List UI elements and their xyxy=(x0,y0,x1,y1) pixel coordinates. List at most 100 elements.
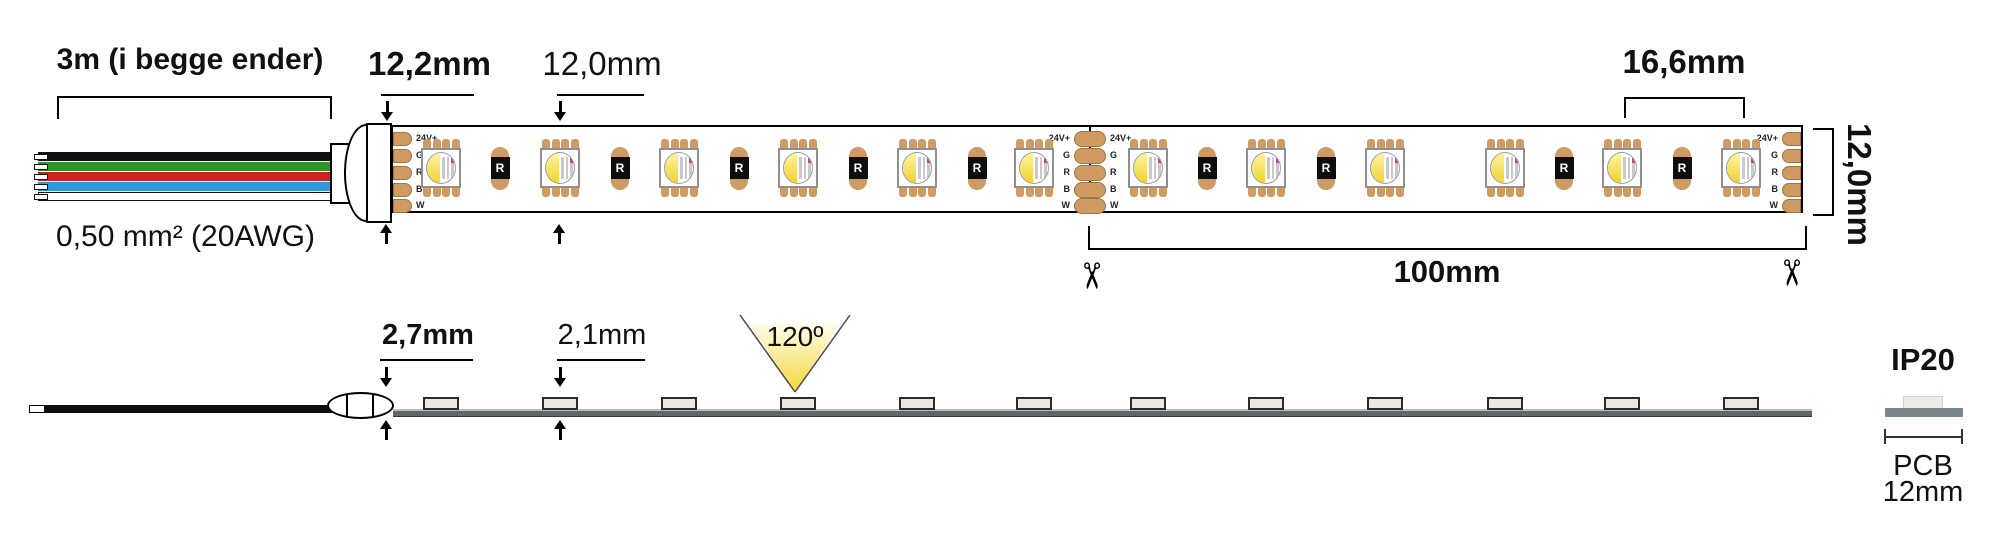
led-phosphor xyxy=(1727,153,1740,183)
solder-pad xyxy=(1074,131,1106,147)
led-die xyxy=(1019,152,1049,184)
led-slot xyxy=(446,157,449,179)
ip-pcb-cross-section xyxy=(1885,408,1963,417)
led-dot xyxy=(451,158,455,163)
pad-label: W xyxy=(1110,200,1119,210)
led-slot xyxy=(1627,157,1630,179)
led-slot xyxy=(1035,157,1038,179)
resistor: R xyxy=(729,147,749,190)
solder-pad xyxy=(393,183,412,197)
scissors-icon: ✂ xyxy=(1070,260,1111,292)
resistor-body: R xyxy=(729,157,749,179)
led-side xyxy=(661,397,697,410)
led-pin xyxy=(1248,139,1256,149)
led-pin xyxy=(1751,139,1760,149)
led-pin xyxy=(561,187,569,197)
up-arrow xyxy=(554,420,566,440)
solder-pad xyxy=(393,149,412,163)
resistor-body: R xyxy=(967,157,987,179)
led-module xyxy=(1713,139,1769,197)
pad-label: B xyxy=(416,184,423,194)
led-pin xyxy=(1515,139,1524,149)
pad-label: G xyxy=(1110,150,1118,160)
arrow-shaft xyxy=(558,428,562,440)
solder-pad xyxy=(393,166,412,180)
arrow-head xyxy=(380,378,392,387)
arrow-shaft xyxy=(384,428,388,440)
led-pin xyxy=(1623,187,1631,197)
cut-dim-tick-left xyxy=(1088,226,1090,250)
pad-label: 24V+ xyxy=(1756,133,1778,143)
led-pin xyxy=(927,139,936,149)
arrow-shaft xyxy=(557,232,561,244)
led-pin xyxy=(1496,139,1505,149)
led-phosphor xyxy=(903,153,916,183)
led-pin xyxy=(680,187,688,197)
resistor: R xyxy=(1672,147,1692,190)
led-slot xyxy=(442,157,445,179)
dim-end-segment-label: 16,6mm xyxy=(1622,43,1746,80)
resistor-body: R xyxy=(1554,157,1574,179)
pad-label: B xyxy=(1063,184,1071,194)
connector-side-seam xyxy=(346,394,348,417)
led-dot xyxy=(1751,158,1755,163)
solder-pad xyxy=(1074,148,1106,164)
dim-first-led-label: 12,0mm xyxy=(542,45,662,82)
led-pin xyxy=(918,187,926,197)
led-pin xyxy=(1632,187,1641,197)
led-slot xyxy=(689,157,692,179)
led-pin xyxy=(451,139,460,149)
pad-label: W xyxy=(1769,200,1779,210)
led-pin xyxy=(1613,187,1622,197)
pad-label: W xyxy=(1061,200,1071,210)
led-pin xyxy=(1632,139,1641,149)
wire-tip xyxy=(34,153,48,160)
led-pin xyxy=(808,187,817,197)
pad-label: G xyxy=(1770,150,1778,160)
led-pin xyxy=(918,139,926,149)
led-pin xyxy=(1016,187,1024,197)
up-arrow xyxy=(380,420,392,440)
led-dot xyxy=(808,158,812,163)
led-slot xyxy=(799,157,802,179)
led-pin xyxy=(561,139,569,149)
resistor: R xyxy=(490,147,510,190)
led-slot xyxy=(1506,157,1509,179)
resistor-body: R xyxy=(1197,157,1217,179)
led-side xyxy=(1723,397,1759,410)
resistor-body: R xyxy=(1316,157,1336,179)
pad-label: W xyxy=(416,200,425,210)
led-pin xyxy=(442,139,450,149)
led-phosphor xyxy=(546,153,559,183)
led-pin xyxy=(1376,187,1385,197)
led-pin xyxy=(789,187,798,197)
arrow-shaft xyxy=(558,367,562,379)
led-slot xyxy=(1039,157,1042,179)
led-pin xyxy=(1604,139,1612,149)
led-pin xyxy=(551,139,560,149)
led-pin xyxy=(1723,187,1731,197)
led-dot xyxy=(1515,158,1519,163)
led-pin xyxy=(1158,139,1167,149)
led-slot xyxy=(1271,157,1274,179)
led-pin xyxy=(808,139,817,149)
led-pin xyxy=(1149,139,1157,149)
led-pin xyxy=(1751,187,1760,197)
led-pin xyxy=(451,187,460,197)
arrow-head xyxy=(553,224,565,233)
led-pin xyxy=(1732,139,1741,149)
led-dot xyxy=(1395,158,1399,163)
led-pin xyxy=(1604,187,1612,197)
led-pin xyxy=(1130,187,1138,197)
led-pin xyxy=(1367,187,1375,197)
pcb-width-label: 12mm xyxy=(1882,476,1964,508)
led-pin xyxy=(442,187,450,197)
led-pin xyxy=(423,187,431,197)
led-pin xyxy=(1496,187,1505,197)
led-pin xyxy=(780,139,788,149)
dim-connector-label: 12,2mm xyxy=(368,45,491,82)
led-pin xyxy=(542,139,550,149)
wire xyxy=(38,182,333,191)
led-slot xyxy=(1510,157,1513,179)
led-slot xyxy=(1386,157,1389,179)
